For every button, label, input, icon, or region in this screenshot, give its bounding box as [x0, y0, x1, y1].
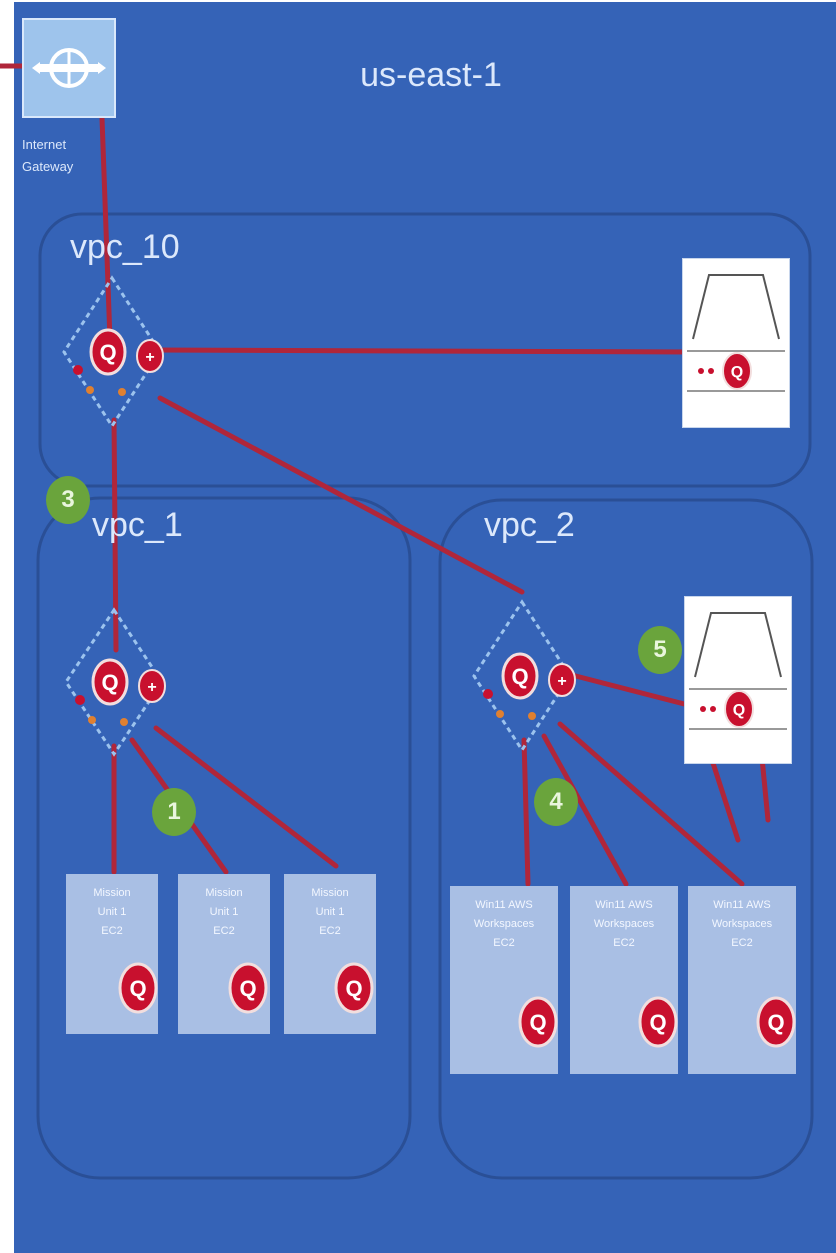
link-appliance-to-subnet-3b — [759, 755, 771, 823]
igw-label-line2: Gateway — [22, 159, 74, 174]
step-badge-4: 4 — [534, 778, 578, 826]
ec2-instance-icon[interactable]: Q — [118, 962, 158, 1014]
link-vpc2-to-subnet-3 — [557, 721, 745, 887]
vpc-10-appliance[interactable]: Q — [682, 258, 790, 428]
link-igw-to-vpc10-router — [99, 115, 113, 343]
subnet-line1: Mission — [311, 887, 349, 899]
vpc-2-appliance[interactable]: Q — [684, 596, 792, 764]
svg-text:Q: Q — [767, 1010, 784, 1035]
svg-text:+: + — [557, 673, 566, 690]
subnet-line1: Mission — [205, 887, 243, 899]
svg-text:Q: Q — [99, 340, 116, 365]
svg-text:+: + — [147, 679, 156, 696]
subnet-line3: EC2 — [213, 925, 235, 937]
link-vpc10-router-to-appliance — [149, 347, 693, 355]
subnet-line1: Win11 AWS — [475, 899, 533, 911]
vpc-2-container[interactable] — [438, 498, 814, 1180]
vpc-1-container[interactable] — [36, 496, 412, 1180]
link-vpc2-router-to-appliance — [565, 671, 695, 709]
vpc-10-label: vpc_10 — [70, 228, 180, 266]
svg-text:+: + — [145, 349, 154, 366]
subnet-line3: EC2 — [731, 937, 753, 949]
step-badge-1: 1 — [152, 788, 196, 836]
ec2-instance-icon[interactable]: Q — [638, 996, 678, 1048]
subnet-line3: EC2 — [319, 925, 341, 937]
subnet-line1: Mission — [93, 887, 131, 899]
firewall-appliance-icon: Q — [687, 274, 785, 392]
svg-text:Q: Q — [649, 1010, 666, 1035]
vpc-1-label: vpc_1 — [92, 506, 183, 544]
internet-gateway[interactable] — [22, 18, 116, 118]
subnet-line1: Win11 AWS — [713, 899, 771, 911]
svg-text:Q: Q — [345, 976, 362, 1001]
vpc-10-container[interactable] — [38, 212, 812, 488]
internet-gateway-label: Internet Gateway — [22, 134, 73, 178]
subnet-line2: Unit 1 — [315, 906, 345, 918]
step-badge-3: 3 — [46, 476, 90, 524]
subnet-line3: EC2 — [613, 937, 635, 949]
vpc-1-router-icon[interactable]: Q + — [64, 607, 166, 757]
ec2-instance-icon[interactable]: Q — [228, 962, 268, 1014]
svg-text:Q: Q — [511, 664, 528, 689]
vpc-2-label: vpc_2 — [484, 506, 575, 544]
firewall-appliance-icon: Q — [689, 612, 787, 730]
subnet-line2: Workspaces — [593, 918, 655, 930]
subnet-line2: Workspaces — [711, 918, 773, 930]
link-vpc10-to-vpc2 — [157, 395, 525, 595]
step-badge-5: 5 — [638, 626, 682, 674]
svg-text:Q: Q — [101, 670, 118, 695]
ec2-instance-icon[interactable]: Q — [334, 962, 374, 1014]
internet-gateway-icon — [32, 48, 106, 88]
svg-text:Q: Q — [731, 364, 743, 381]
vpc-2-router-icon[interactable]: Q + — [472, 599, 576, 753]
svg-text:Q: Q — [733, 702, 745, 719]
igw-label-line1: Internet — [22, 137, 67, 152]
subnet-line3: EC2 — [101, 925, 123, 937]
subnet-line2: Unit 1 — [97, 906, 127, 918]
ec2-instance-icon[interactable]: Q — [756, 996, 796, 1048]
link-vpc1-to-subnet-3 — [153, 725, 339, 869]
link-vpc2-to-subnet-2 — [541, 733, 629, 887]
link-vpc2-to-subnet-1 — [521, 737, 531, 887]
link-appliance-to-subnet-3a — [709, 757, 741, 843]
subnet-line2: Workspaces — [473, 918, 535, 930]
ec2-instance-icon[interactable]: Q — [518, 996, 558, 1048]
subnet-line1: Win11 AWS — [595, 899, 653, 911]
svg-text:Q: Q — [129, 976, 146, 1001]
subnet-line2: Unit 1 — [209, 906, 239, 918]
svg-text:Q: Q — [239, 976, 256, 1001]
svg-text:Q: Q — [529, 1010, 546, 1035]
region-label: us-east-1 — [360, 56, 502, 94]
subnet-line3: EC2 — [493, 937, 515, 949]
vpc-10-router-icon[interactable]: Q + — [62, 275, 164, 429]
